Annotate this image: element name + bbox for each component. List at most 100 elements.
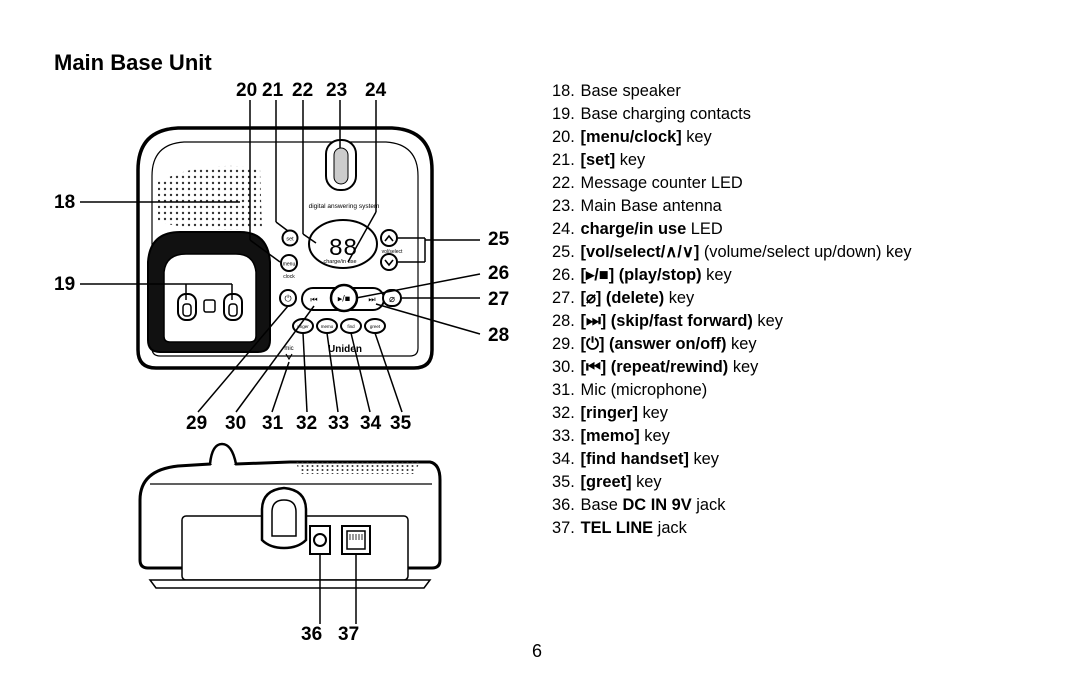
callout-19: 19 xyxy=(54,274,76,295)
svg-text:⏻: ⏻ xyxy=(284,294,291,304)
legend-number: 30. xyxy=(552,358,575,376)
legend-item: 18. Base speaker xyxy=(552,80,912,103)
callout-25: 25 xyxy=(488,229,510,250)
vol-up-key[interactable] xyxy=(380,229,398,247)
legend-item: 30. [⏮] (repeat/rewind) key xyxy=(552,356,912,379)
page-number: 6 xyxy=(532,641,543,661)
legend-text: key xyxy=(726,335,757,353)
callout-36: 36 xyxy=(301,624,323,645)
svg-text:⏮: ⏮ xyxy=(310,295,317,304)
menu-clock-key[interactable]: menu clock xyxy=(280,254,298,280)
callout-30: 30 xyxy=(225,413,247,434)
skip-fast-forward-key[interactable]: ⏭ xyxy=(368,295,375,304)
answer-on-off-key[interactable]: ⏻ xyxy=(279,289,297,307)
legend-text: [▸/■] (play/stop) xyxy=(576,266,702,284)
legend-text: [ringer] xyxy=(576,404,638,422)
page-title: Main Base Unit xyxy=(54,50,212,75)
callout-21: 21 xyxy=(262,80,284,101)
legend-text: jack xyxy=(653,519,687,537)
svg-text:find: find xyxy=(347,324,355,329)
legend-text: [find handset] xyxy=(576,450,689,468)
legend-text: key xyxy=(615,151,646,169)
brand-logo: Uniden xyxy=(328,344,362,355)
mic-icon xyxy=(285,353,293,361)
legend-text: TEL LINE xyxy=(580,519,654,537)
svg-text:▸/■: ▸/■ xyxy=(338,294,350,304)
delete-key[interactable]: ⌀ xyxy=(382,289,402,307)
svg-text:⏭: ⏭ xyxy=(368,295,375,304)
leader-lines xyxy=(80,100,481,413)
memo-key[interactable]: memo xyxy=(316,318,338,334)
base-antenna xyxy=(325,139,357,191)
legend-text: jack xyxy=(691,496,726,514)
legend-item: 37. TEL LINE jack xyxy=(552,517,912,540)
legend-text: [set] xyxy=(576,151,616,169)
legend-text: Mic (microphone) xyxy=(576,381,708,399)
svg-text:ringer: ringer xyxy=(297,324,309,329)
legend-number: 36. xyxy=(552,496,575,514)
callout-26: 26 xyxy=(488,263,510,284)
callout-35: 35 xyxy=(390,413,412,434)
legend-item: 25. [vol/select/∧/∨] (volume/select up/d… xyxy=(552,241,912,264)
legend-text: [greet] xyxy=(576,473,632,491)
callout-22: 22 xyxy=(292,80,314,101)
play-stop-key[interactable]: ▸/■ xyxy=(329,283,359,313)
legend-number: 19. xyxy=(552,105,575,123)
base-speaker xyxy=(158,165,262,230)
legend-number: 24. xyxy=(552,220,575,238)
legend-text: key xyxy=(637,404,668,422)
legend-number: 37. xyxy=(552,519,575,537)
tel-line-jack[interactable] xyxy=(341,525,371,555)
legend-item: 24. charge/in use LED xyxy=(552,218,912,241)
callout-29: 29 xyxy=(186,413,208,434)
dc-in-9v-jack[interactable] xyxy=(309,525,331,555)
set-key[interactable]: set xyxy=(281,229,299,247)
repeat-rewind-key[interactable]: ⏮ xyxy=(310,295,317,304)
handset-cradle xyxy=(147,231,271,353)
legend-text: key xyxy=(701,266,732,284)
legend-text: key xyxy=(664,289,695,307)
legend-item: 28. [⏭] (skip/fast forward) key xyxy=(552,310,912,333)
legend-text: [⏭] (skip/fast forward) xyxy=(576,312,753,330)
callout-33: 33 xyxy=(328,413,350,434)
svg-text:greet: greet xyxy=(370,324,381,329)
svg-text:menu: menu xyxy=(283,262,296,268)
charging-contacts xyxy=(177,293,243,321)
legend-number: 33. xyxy=(552,427,575,445)
find-handset-key[interactable]: find xyxy=(340,318,362,334)
legend-text: key xyxy=(688,450,719,468)
callout-23: 23 xyxy=(326,80,348,101)
legend-text: charge/in use xyxy=(576,220,687,238)
legend-number: 18. xyxy=(552,82,575,100)
legend-text: [⌀] (delete) xyxy=(576,289,665,307)
vol-down-key[interactable] xyxy=(380,253,398,271)
legend-item: 21. [set] key xyxy=(552,149,912,172)
legend-text: Base speaker xyxy=(576,82,681,100)
legend-text: (volume/select up/down) key xyxy=(699,243,912,261)
callout-28: 28 xyxy=(488,325,510,346)
legend-number: 31. xyxy=(552,381,575,399)
callout-18: 18 xyxy=(54,192,76,213)
legend-number: 21. xyxy=(552,151,575,169)
legend-number: 27. xyxy=(552,289,575,307)
legend-text: LED xyxy=(686,220,723,238)
legend-item: 31. Mic (microphone) xyxy=(552,379,912,402)
system-label: digital answering system xyxy=(309,203,380,210)
legend-item: 27. [⌀] (delete) key xyxy=(552,287,912,310)
greet-key[interactable]: greet xyxy=(364,318,386,334)
legend-item: 34. [find handset] key xyxy=(552,448,912,471)
legend-text: [menu/clock] xyxy=(576,128,682,146)
charge-led-label: charge/in use xyxy=(323,259,356,265)
legend-number: 29. xyxy=(552,335,575,353)
legend-item: 32. [ringer] key xyxy=(552,402,912,425)
svg-text:set: set xyxy=(286,237,294,243)
legend-number: 28. xyxy=(552,312,575,330)
legend-text: key xyxy=(752,312,783,330)
led-digits: 88 xyxy=(329,236,358,263)
legend-text: key xyxy=(728,358,759,376)
message-counter-led: 88 charge/in use xyxy=(308,219,378,269)
svg-text:memo: memo xyxy=(321,324,334,329)
callout-24: 24 xyxy=(365,80,387,101)
